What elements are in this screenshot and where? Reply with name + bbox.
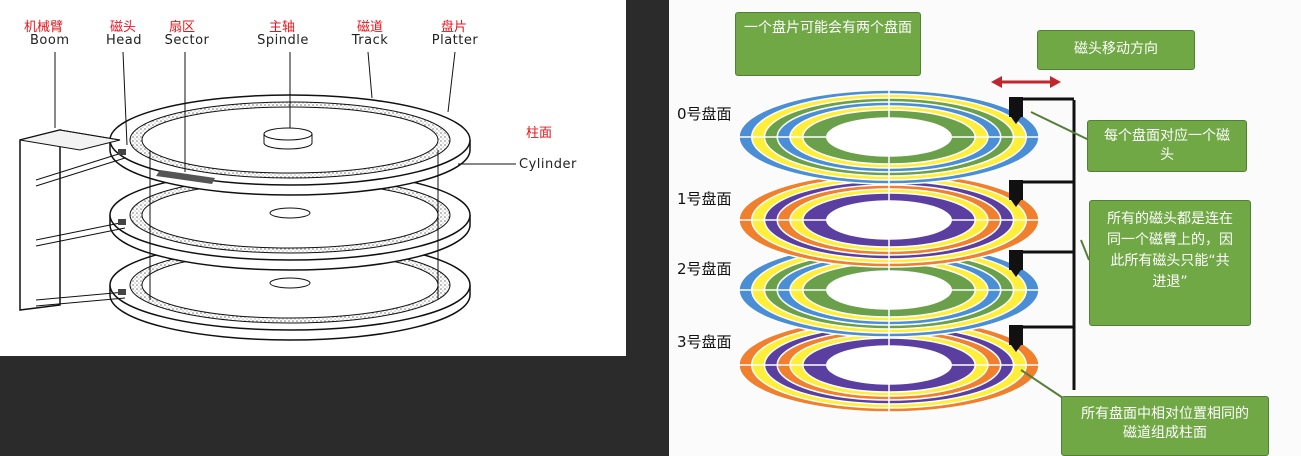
head-arm: [1021, 99, 1074, 105]
label-sector-en: Sector: [157, 33, 217, 48]
head-arm: [1021, 252, 1074, 258]
label-cylinder-en: Cylinder: [519, 157, 599, 172]
read-write-head: [1009, 325, 1023, 345]
callout-head-direction: 磁头移动方向: [1037, 30, 1195, 70]
read-write-head: [1009, 250, 1023, 270]
surface-label-2: 2号盘面: [677, 258, 732, 279]
label-boom-en: Boom: [30, 33, 80, 48]
surface-label-1: 1号盘面: [677, 188, 732, 209]
callout-cylinder-definition: 所有盘面中相对位置相同的磁道组成柱面: [1061, 396, 1269, 456]
label-platter-en: Platter: [425, 33, 485, 48]
label-spindle-en: Spindle: [248, 33, 318, 48]
head-arm: [1021, 182, 1074, 188]
hard-disk-structure-diagram: 机械臂 Boom 磁头 Head 扇区 Sector 主轴 Spindle 磁道…: [0, 0, 626, 356]
label-track-en: Track: [342, 33, 398, 48]
head-direction-arrow: [991, 76, 1061, 88]
label-head-en: Head: [100, 33, 148, 48]
callout-pointer: [1081, 240, 1089, 260]
disk-surfaces-diagram: 一个盘片可能会有两个盘面 磁头移动方向 每个盘面对应一个磁头 所有的磁头都是连在…: [669, 0, 1301, 456]
head-arm: [1021, 327, 1074, 333]
surface-label-3: 3号盘面: [677, 331, 732, 352]
callout-two-surfaces: 一个盘片可能会有两个盘面: [735, 12, 921, 76]
disk-stack-drawing: [0, 0, 626, 356]
label-cylinder-cn: 柱面: [526, 122, 566, 141]
callout-shared-arm: 所有的磁头都是连在同一个磁臂上的，因此所有磁头只能“共进退”: [1089, 200, 1251, 326]
platter-surface-0: [739, 90, 1074, 184]
surface-label-0: 0号盘面: [677, 103, 732, 124]
read-write-head: [1009, 97, 1023, 117]
callout-head-per-surface: 每个盘面对应一个磁头: [1087, 120, 1247, 172]
read-write-head: [1009, 180, 1023, 200]
